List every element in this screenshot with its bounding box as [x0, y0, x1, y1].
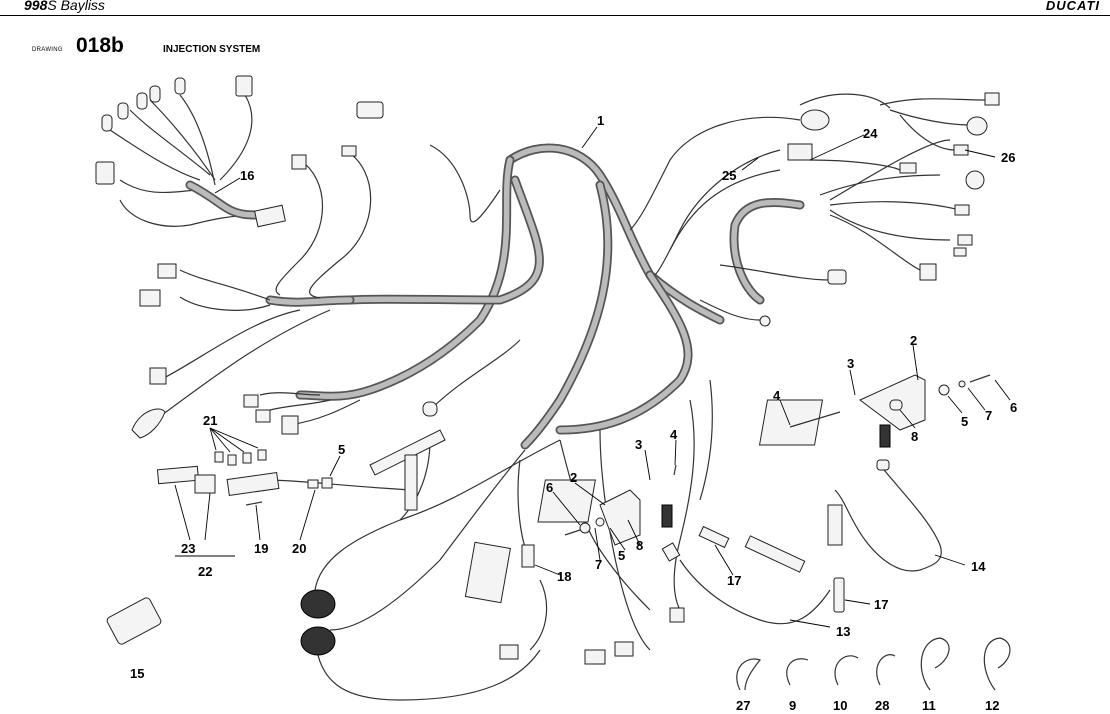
callout-3: 3 [847, 356, 854, 371]
callout-14: 14 [971, 559, 986, 574]
callout-18: 18 [557, 569, 571, 584]
callout-25: 25 [722, 168, 736, 183]
callout-7: 7 [985, 408, 992, 423]
leader-lines [174, 126, 1011, 628]
callout-15: 15 [130, 666, 144, 681]
callout-5c: 5 [618, 548, 625, 563]
callout-19: 19 [254, 541, 268, 556]
callout-17b: 17 [874, 597, 888, 612]
model-name: 998S Bayliss [24, 0, 105, 13]
callout-28: 28 [875, 698, 889, 713]
callout-27: 27 [736, 698, 750, 713]
clamps [736, 637, 1011, 691]
drawing-title: INJECTION SYSTEM [163, 44, 261, 55]
remote-control [106, 597, 162, 645]
spark-plugs [661, 504, 845, 613]
callout-12: 12 [985, 698, 999, 713]
right-connectors [759, 92, 1000, 327]
callout-9: 9 [789, 698, 796, 713]
main-connectors [300, 541, 685, 665]
fuse-box-group [156, 449, 333, 506]
callout-4b: 4 [670, 427, 678, 442]
drawing-number: 018b [76, 34, 124, 57]
mount-bracket [369, 429, 446, 511]
callout-6b: 6 [546, 480, 553, 495]
callout-4: 4 [773, 388, 781, 403]
callout-24: 24 [863, 126, 878, 141]
callout-21: 21 [203, 413, 217, 428]
callout-5: 5 [961, 414, 968, 429]
callout-23: 23 [181, 541, 195, 556]
callout-20: 20 [292, 541, 306, 556]
callout-7b: 7 [595, 557, 602, 572]
callout-8: 8 [911, 429, 918, 444]
callout-17a: 17 [727, 573, 741, 588]
harness-16 [95, 75, 286, 228]
drawing-label: DRAWING [32, 47, 63, 53]
header-rule [0, 15, 1110, 16]
ignition-coil-right [758, 374, 991, 471]
callout-16: 16 [240, 168, 254, 183]
page-header: 998S Bayliss DUCATI [0, 0, 1110, 16]
callout-10: 10 [833, 698, 847, 713]
callout-5b: 5 [338, 442, 345, 457]
brand-logo: DUCATI [1045, 0, 1100, 13]
callout-26: 26 [1001, 150, 1015, 165]
callout-2: 2 [910, 333, 917, 348]
callout-22: 22 [198, 564, 212, 579]
callout-11: 11 [922, 698, 936, 713]
callout-1: 1 [597, 113, 604, 128]
callout-8b: 8 [636, 538, 643, 553]
callout-13: 13 [836, 624, 850, 639]
callout-2b: 2 [570, 470, 577, 485]
callout-3b: 3 [635, 437, 642, 452]
left-connectors [131, 101, 438, 439]
callouts: 1 2 3 4 6 7 8 5 14 16 24 25 26 21 5 23 2… [130, 113, 1017, 713]
main-harness [265, 143, 805, 450]
thin-wires [109, 93, 986, 701]
callout-6: 6 [1010, 400, 1017, 415]
ignition-coil-center [537, 464, 677, 546]
